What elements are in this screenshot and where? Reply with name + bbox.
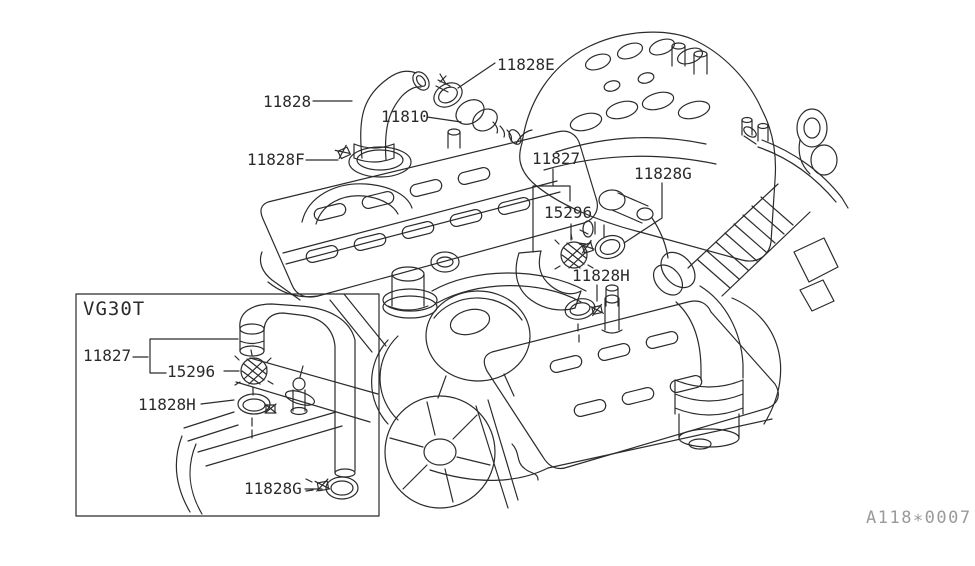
part-label-11828f[interactable]: 11828F: [247, 150, 305, 169]
part-label-15296[interactable]: 15296: [544, 203, 593, 222]
left-valve-cover-art: [259, 128, 598, 301]
pcv-valve-11810-art: [455, 99, 522, 145]
part-label-11828h-inset[interactable]: 11828H: [138, 395, 196, 414]
clamp-11828h-art: [564, 298, 604, 343]
part-label-11828e[interactable]: 11828E: [497, 55, 555, 74]
part-label-11828g-inset[interactable]: 11828G: [244, 479, 302, 498]
inset-box-art: [75, 293, 380, 517]
part-label-11827[interactable]: 11827: [532, 149, 581, 168]
part-label-15296-inset[interactable]: 15296: [167, 362, 216, 381]
callout-leader-lines: [305, 62, 663, 302]
grommet-11828f-art: [334, 144, 412, 178]
blowby-hose-11827-art: [515, 250, 623, 334]
right-valve-cover-art: [429, 284, 779, 481]
inset-variant-title: VG30T: [83, 298, 146, 320]
part-label-11827-inset[interactable]: 11827: [83, 346, 132, 365]
part-label-11828h[interactable]: 11828H: [572, 266, 630, 285]
page-code: A118∗0007: [866, 508, 972, 528]
intake-duct-art: [652, 183, 839, 450]
part-label-11828g[interactable]: 11828G: [634, 164, 692, 183]
clamp-11828e-art: [433, 73, 463, 108]
dipstick-wire-art: [741, 108, 849, 209]
part-label-11828[interactable]: 11828: [263, 92, 312, 111]
part-label-11810[interactable]: 11810: [381, 107, 430, 126]
intake-plenum-art: [515, 31, 777, 262]
front-accessories-art: [329, 251, 587, 509]
breather-hose-11828-art: [353, 70, 430, 163]
filter-15296-art: [554, 220, 605, 270]
egr-valve-art: [598, 189, 669, 259]
